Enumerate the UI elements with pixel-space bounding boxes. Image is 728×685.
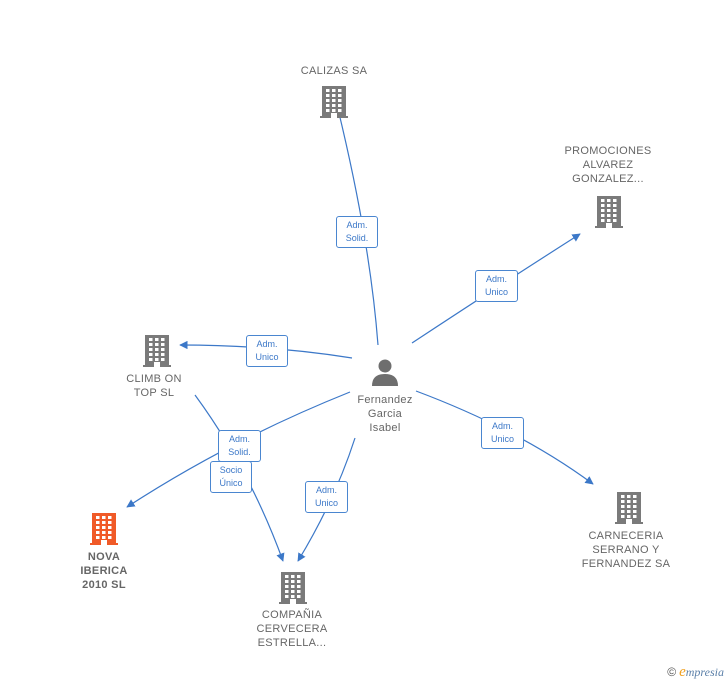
empresia-watermark: ©empresia bbox=[667, 664, 724, 680]
building-icon[interactable] bbox=[143, 333, 171, 372]
copyright-symbol: © bbox=[667, 665, 677, 679]
edge-label-nova[interactable]: Adm.Solid. bbox=[218, 430, 261, 462]
node-label-nova[interactable]: NOVA IBERICA 2010 SL bbox=[80, 551, 128, 591]
node-label-compania[interactable]: COMPAÑIA CERVECERA ESTRELLA... bbox=[256, 609, 328, 649]
edges-layer bbox=[126, 104, 594, 562]
building-icon[interactable] bbox=[90, 511, 118, 550]
building-icon[interactable] bbox=[595, 194, 623, 233]
edge-label-climb[interactable]: Adm.Unico bbox=[246, 335, 288, 367]
empresia-logo-icon: e bbox=[679, 664, 686, 680]
node-label-carneceria[interactable]: CARNECERIA SERRANO Y FERNANDEZ SA bbox=[581, 530, 671, 570]
center-person-label[interactable]: Fernandez Garcia Isabel bbox=[357, 394, 413, 434]
edge-label-calizas[interactable]: Adm.Solid. bbox=[336, 216, 378, 248]
edge-label-promociones[interactable]: Adm.Unico bbox=[475, 270, 518, 302]
building-icon[interactable] bbox=[320, 84, 348, 123]
building-icon[interactable] bbox=[615, 490, 643, 529]
edge-label-compania[interactable]: Adm.Unico bbox=[305, 481, 348, 513]
person-icon[interactable] bbox=[370, 357, 400, 387]
edge-label-carneceria[interactable]: Adm.Unico bbox=[481, 417, 524, 449]
node-label-climb[interactable]: CLIMB ON TOP SL bbox=[126, 373, 182, 399]
node-label-calizas[interactable]: CALIZAS SA bbox=[300, 65, 368, 77]
node-label-promociones[interactable]: PROMOCIONES ALVAREZ GONZALEZ... bbox=[564, 145, 652, 185]
building-icon[interactable] bbox=[279, 570, 307, 609]
